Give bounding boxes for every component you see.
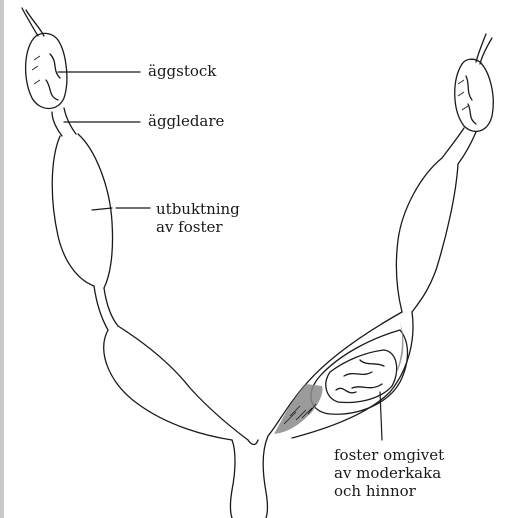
left-horn-upper-outer (52, 136, 94, 286)
left-horn-upper-inner (78, 134, 113, 288)
left-horn-neck-outer (94, 286, 108, 330)
right-ovary (455, 59, 494, 131)
right-ovary-folds (466, 76, 476, 124)
left-ovary (26, 33, 67, 108)
label-foster: foster omgivet av moderkaka och hinnor (334, 446, 444, 500)
right-oviduct (442, 128, 476, 164)
ovary-hatching-right (458, 80, 468, 110)
ovary-hatching-left (32, 56, 40, 84)
uterine-body-left (231, 440, 236, 518)
sac-shading-lower (274, 384, 323, 434)
label-foster-line1: foster omgivet (334, 446, 444, 464)
leader-utbuktning (92, 208, 150, 210)
left-horn-lower-inner (118, 326, 248, 440)
label-utbuktning-line1: utbuktning (156, 200, 240, 218)
label-aggstock: äggstock (148, 62, 216, 80)
label-foster-line2: av moderkaka (334, 464, 444, 482)
right-ovary-tendril-2 (480, 38, 492, 64)
left-horn-lower-outer (104, 330, 232, 440)
right-ovary-tendril (476, 34, 486, 62)
left-ovary-folds (46, 54, 60, 100)
left-ovary-tendril (22, 8, 38, 36)
right-horn-upper-inner (412, 164, 458, 312)
label-aggledare: äggledare (148, 112, 224, 130)
fetus-shape (326, 350, 397, 402)
right-horn-upper-outer (396, 158, 442, 312)
fetus-detail-2 (336, 388, 356, 393)
label-utbuktning-line2: av foster (156, 218, 240, 236)
left-horn-neck-inner (104, 288, 118, 326)
uterine-junction (248, 440, 258, 445)
label-foster-line3: och hinnor (334, 482, 444, 500)
fetus-detail-1 (344, 360, 384, 388)
label-utbuktning: utbuktning av foster (156, 200, 240, 236)
uterine-body-right (263, 436, 268, 518)
